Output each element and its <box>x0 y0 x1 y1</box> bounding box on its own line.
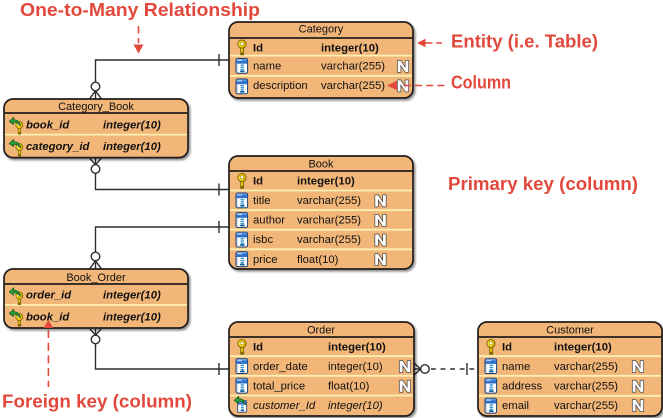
svg-text:float(10): float(10) <box>297 254 339 266</box>
svg-text:varchar(255): varchar(255) <box>321 61 385 73</box>
svg-text:varchar(255): varchar(255) <box>297 215 361 227</box>
svg-text:integer(10): integer(10) <box>297 176 355 188</box>
svg-text:integer(10): integer(10) <box>103 141 161 153</box>
svg-text:total_price: total_price <box>253 380 305 392</box>
svg-text:integer(10): integer(10) <box>103 311 161 323</box>
svg-text:book_id: book_id <box>26 120 70 132</box>
svg-text:Foreign key (column): Foreign key (column) <box>2 391 192 412</box>
svg-text:Primary key (column): Primary key (column) <box>448 173 638 194</box>
svg-text:Category_Book: Category_Book <box>58 101 134 113</box>
svg-text:Column: Column <box>451 72 511 93</box>
svg-text:Entity (i.e. Table): Entity (i.e. Table) <box>451 31 598 52</box>
svg-text:isbc: isbc <box>253 234 273 246</box>
svg-text:varchar(255): varchar(255) <box>321 80 385 92</box>
svg-text:integer(10): integer(10) <box>328 341 386 353</box>
svg-text:address: address <box>502 380 543 392</box>
svg-text:varchar(255): varchar(255) <box>554 361 618 373</box>
svg-text:title: title <box>253 195 271 207</box>
svg-text:float(10): float(10) <box>328 380 370 392</box>
svg-text:integer(10): integer(10) <box>321 42 379 54</box>
svg-text:varchar(255): varchar(255) <box>554 400 618 412</box>
svg-text:Book: Book <box>308 158 334 170</box>
svg-text:integer(10): integer(10) <box>328 361 383 373</box>
svg-text:email: email <box>502 400 529 412</box>
svg-text:price: price <box>253 254 278 266</box>
svg-text:Id: Id <box>502 341 512 353</box>
svg-text:Category: Category <box>299 23 344 35</box>
svg-text:order_date: order_date <box>253 361 308 373</box>
svg-text:Id: Id <box>253 176 263 188</box>
svg-text:One-to-Many Relationship: One-to-Many Relationship <box>20 0 260 20</box>
svg-text:author: author <box>253 215 285 227</box>
svg-text:Order: Order <box>307 324 335 336</box>
svg-text:customer_Id: customer_Id <box>253 400 316 412</box>
svg-text:varchar(255): varchar(255) <box>554 380 618 392</box>
svg-text:Id: Id <box>253 42 263 54</box>
svg-text:category_id: category_id <box>26 141 91 153</box>
svg-text:integer(10): integer(10) <box>554 341 612 353</box>
svg-text:Customer: Customer <box>546 324 594 336</box>
svg-text:varchar(255): varchar(255) <box>297 234 361 246</box>
svg-text:Id: Id <box>253 341 263 353</box>
svg-text:order_id: order_id <box>26 290 72 302</box>
svg-text:integer(10): integer(10) <box>328 400 383 412</box>
svg-text:name: name <box>253 61 281 73</box>
svg-text:integer(10): integer(10) <box>103 290 161 302</box>
svg-text:Book_Order: Book_Order <box>66 272 126 284</box>
svg-text:description: description <box>253 80 308 92</box>
svg-text:varchar(255): varchar(255) <box>297 195 361 207</box>
svg-text:integer(10): integer(10) <box>103 120 161 132</box>
svg-text:name: name <box>502 361 530 373</box>
svg-text:book_id: book_id <box>26 311 70 323</box>
